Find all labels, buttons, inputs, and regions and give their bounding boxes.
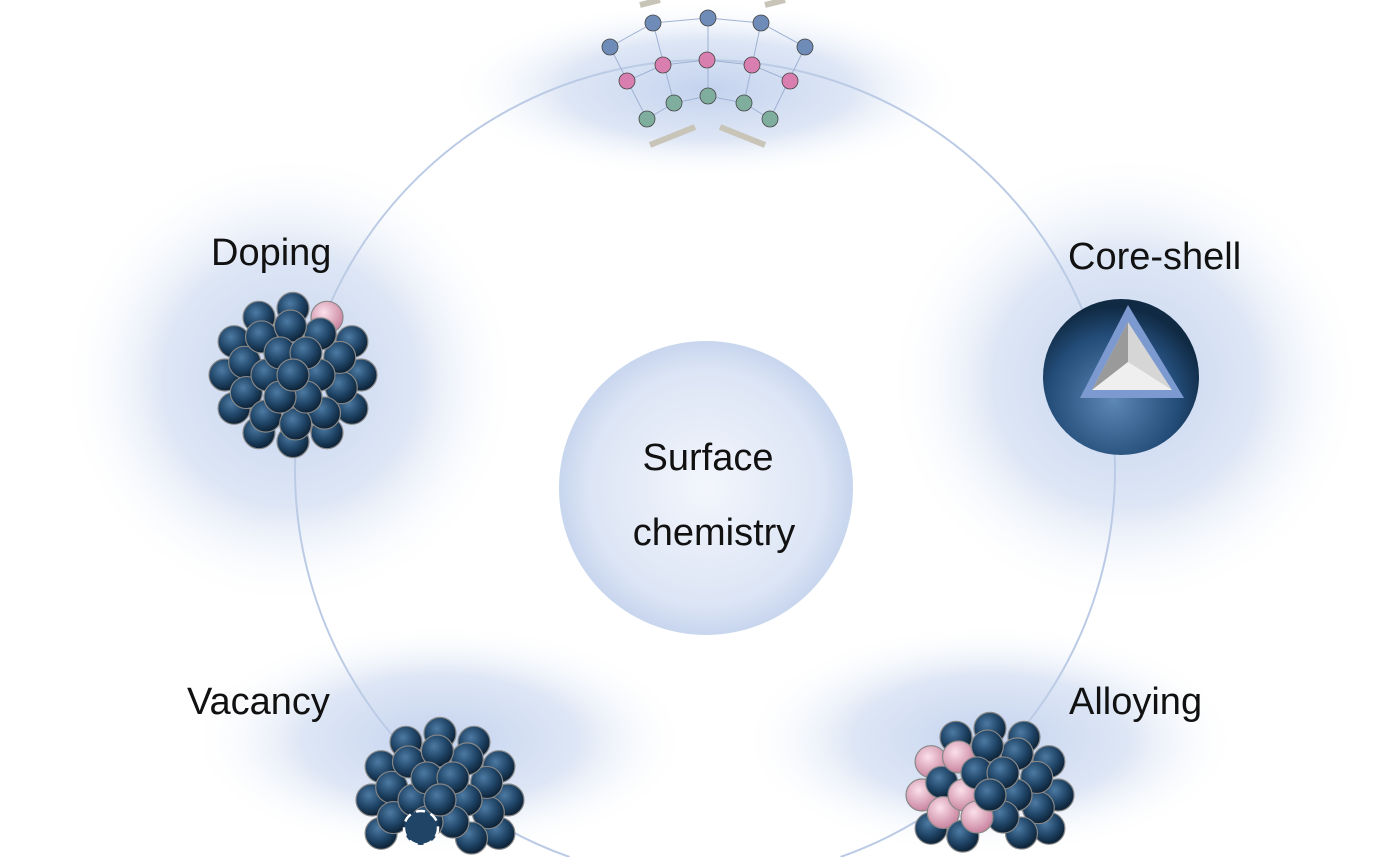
bulk-atom bbox=[638, 110, 656, 128]
center-label-line2: chemistry bbox=[632, 512, 796, 554]
surface-atom bbox=[644, 14, 662, 32]
core-shell-label: Core-shell bbox=[1068, 236, 1242, 278]
vacancy-site bbox=[402, 809, 440, 847]
bulk-atom bbox=[699, 87, 717, 105]
surface-atom bbox=[601, 38, 619, 56]
surface-atom bbox=[796, 38, 814, 56]
surface-atom bbox=[699, 9, 717, 27]
compress-arrow bbox=[718, 124, 767, 148]
subsurface-atom bbox=[654, 56, 672, 74]
expand-arrow bbox=[639, 0, 786, 8]
bulk-atom bbox=[761, 110, 779, 128]
doping-label: Doping bbox=[211, 232, 332, 274]
center-circle bbox=[559, 341, 853, 635]
surface-atom bbox=[752, 14, 770, 32]
alloying-label: Alloying bbox=[1069, 681, 1203, 723]
vacancy-cluster-icon bbox=[355, 716, 525, 855]
compress-arrow bbox=[648, 124, 697, 148]
bulk-atom bbox=[665, 94, 683, 112]
atom bbox=[276, 358, 310, 392]
subsurface-atom bbox=[781, 72, 799, 90]
bulk-atom bbox=[735, 94, 753, 112]
lattice-bond bbox=[707, 17, 762, 24]
alloying-cluster-icon bbox=[905, 711, 1075, 853]
strain-lattice-icon bbox=[601, 0, 814, 148]
subsurface-atom bbox=[698, 51, 716, 69]
vacancy-label: Vacancy bbox=[187, 681, 330, 723]
atom bbox=[973, 778, 1007, 812]
subsurface-atom bbox=[618, 72, 636, 90]
center-label-line1: Surface bbox=[642, 437, 774, 479]
core-shell-particle-icon bbox=[1043, 299, 1199, 455]
doping-cluster-icon bbox=[208, 291, 378, 459]
lattice-bond bbox=[652, 17, 709, 24]
subsurface-atom bbox=[743, 56, 761, 74]
atom bbox=[423, 783, 457, 817]
